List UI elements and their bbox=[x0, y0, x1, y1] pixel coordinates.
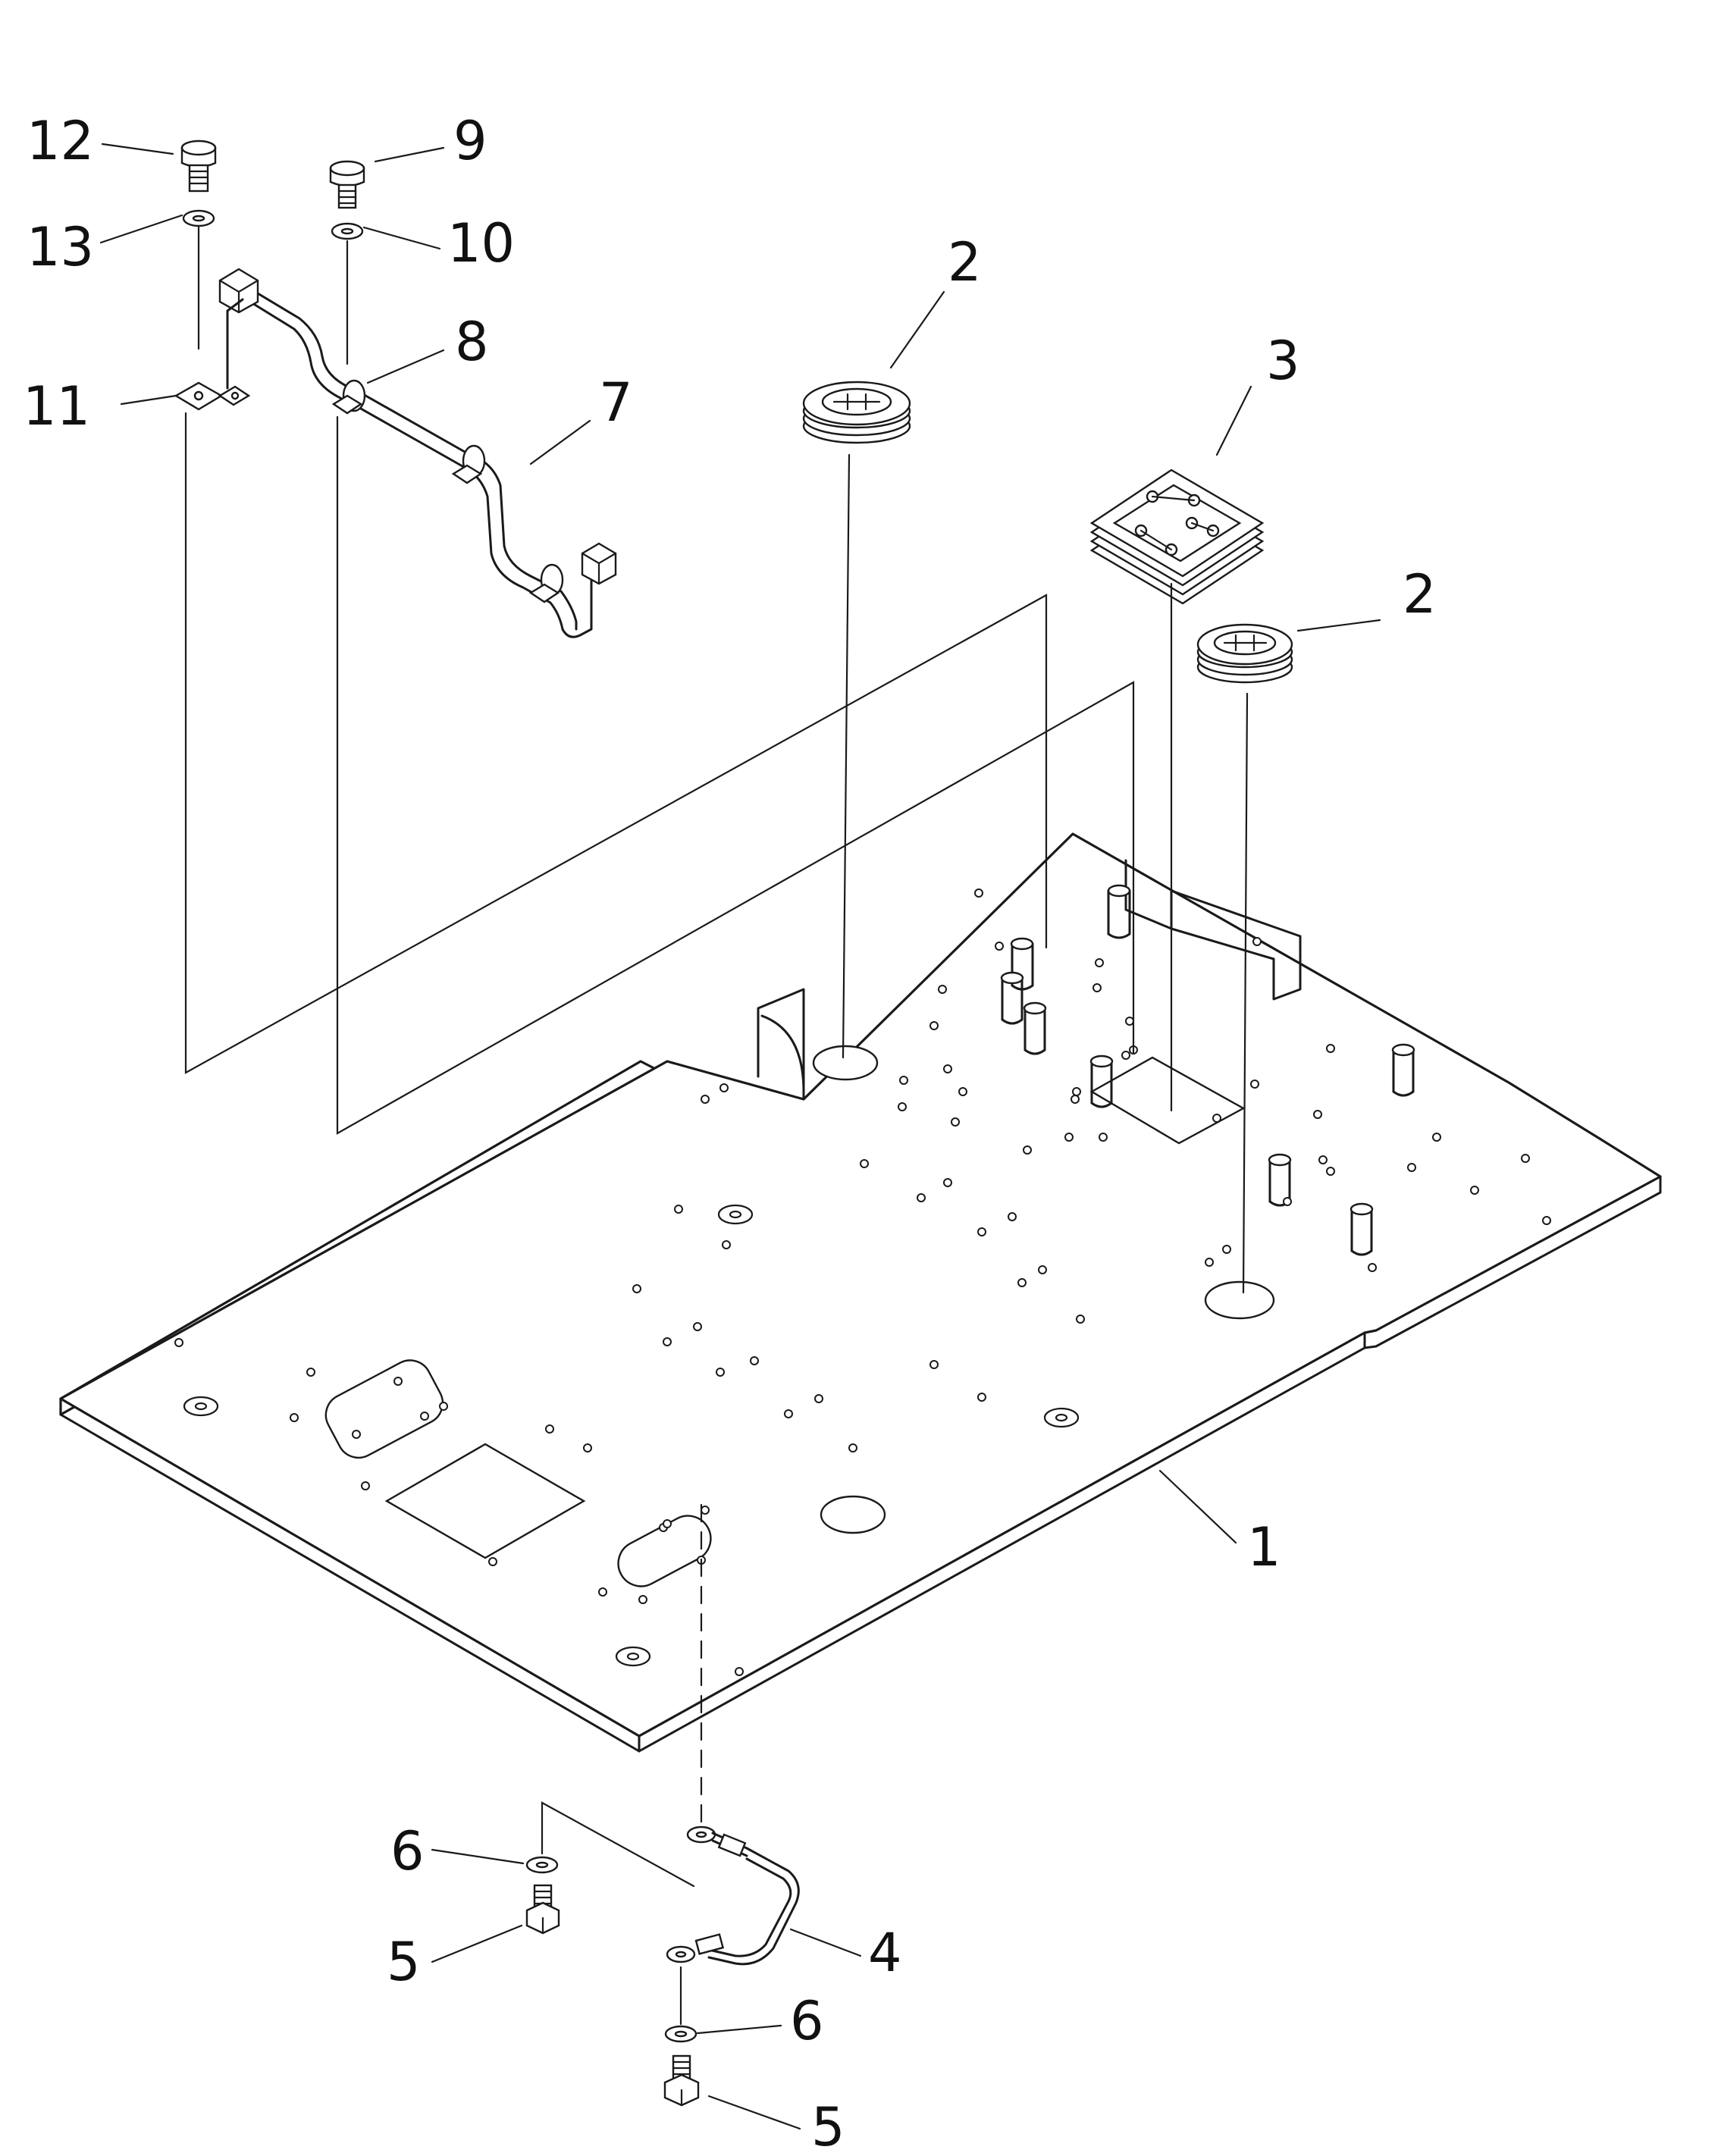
callout-12: 12 bbox=[27, 110, 94, 172]
plate-openings bbox=[174, 884, 1551, 1676]
assembly-guide-lines bbox=[184, 226, 1249, 2026]
callout-4: 4 bbox=[868, 1922, 902, 1984]
floor-plate bbox=[59, 832, 1662, 1753]
callout-13: 13 bbox=[27, 216, 94, 278]
plate-square-opening bbox=[384, 1443, 586, 1559]
plate-round-hole bbox=[820, 1495, 886, 1534]
plate-bolt-holes bbox=[174, 888, 1551, 1676]
grommet-left bbox=[802, 381, 911, 444]
bolt-5-left bbox=[525, 1884, 560, 1935]
callout-9: 9 bbox=[453, 110, 487, 172]
plate-targets bbox=[183, 1204, 1080, 1667]
washer-6-bottom bbox=[664, 2025, 697, 2043]
plate-oval-opening-center bbox=[617, 1515, 712, 1587]
callout-5-left: 5 bbox=[387, 1931, 421, 1993]
callout-3: 3 bbox=[1266, 330, 1300, 392]
callout-8: 8 bbox=[455, 311, 489, 373]
plate-square-opening-right bbox=[1089, 1056, 1246, 1145]
callout-6-bottom: 6 bbox=[790, 1990, 824, 2052]
callout-11: 11 bbox=[23, 375, 90, 437]
callout-6-left: 6 bbox=[390, 1820, 425, 1882]
grommet-right bbox=[1196, 623, 1293, 684]
plate-hole-grommet-left bbox=[812, 1045, 879, 1081]
grommet-large bbox=[1089, 468, 1265, 605]
bolt-9 bbox=[329, 160, 365, 209]
callouts: 1 2 2 3 4 5 5 6 6 7 8 9 10 11 12 13 bbox=[23, 110, 1437, 2156]
callout-7: 7 bbox=[599, 371, 633, 434]
bolt-5-bottom bbox=[663, 2054, 700, 2107]
callout-2-top: 2 bbox=[948, 231, 982, 293]
washer-6-left bbox=[525, 1856, 559, 1874]
ground-cable-4 bbox=[666, 1825, 800, 1966]
plate-posts bbox=[1000, 884, 1415, 1256]
plate-hole-grommet-right bbox=[1204, 1280, 1275, 1320]
leader-lines bbox=[99, 143, 1381, 2130]
callout-10: 10 bbox=[447, 212, 515, 274]
callout-5-bottom: 5 bbox=[811, 2096, 845, 2156]
bolt-12 bbox=[180, 139, 217, 193]
washer-13 bbox=[182, 209, 215, 227]
callout-1: 1 bbox=[1247, 1516, 1281, 1578]
wire-harness bbox=[174, 268, 617, 638]
callout-2-right: 2 bbox=[1403, 563, 1437, 625]
washer-10 bbox=[331, 222, 364, 240]
